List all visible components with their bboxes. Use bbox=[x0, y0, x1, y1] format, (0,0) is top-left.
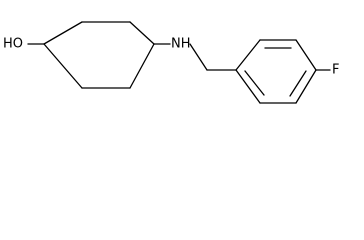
bond-ring-1 bbox=[43, 21, 83, 45]
bond-ring-4 bbox=[129, 43, 155, 89]
bond-arom-1 bbox=[235, 39, 261, 71]
bond-arom-3 bbox=[295, 39, 317, 71]
bond-arom-double-2 bbox=[289, 70, 307, 97]
bond-ring-6 bbox=[43, 43, 83, 89]
cyclohexane-ring bbox=[43, 21, 155, 89]
bond-ring-3 bbox=[129, 21, 155, 45]
bond-arom-4 bbox=[295, 69, 317, 104]
fluorine-label: F bbox=[332, 63, 339, 78]
bond-arom-6 bbox=[235, 69, 261, 104]
bond-arom-double-3 bbox=[244, 70, 265, 96]
chemical-structure: HO NH F bbox=[3, 21, 339, 104]
hydroxyl-label: HO bbox=[3, 37, 23, 52]
bond-nh-ch2 bbox=[189, 43, 208, 71]
benzene-ring bbox=[235, 39, 317, 104]
amine-label: NH bbox=[171, 37, 191, 52]
